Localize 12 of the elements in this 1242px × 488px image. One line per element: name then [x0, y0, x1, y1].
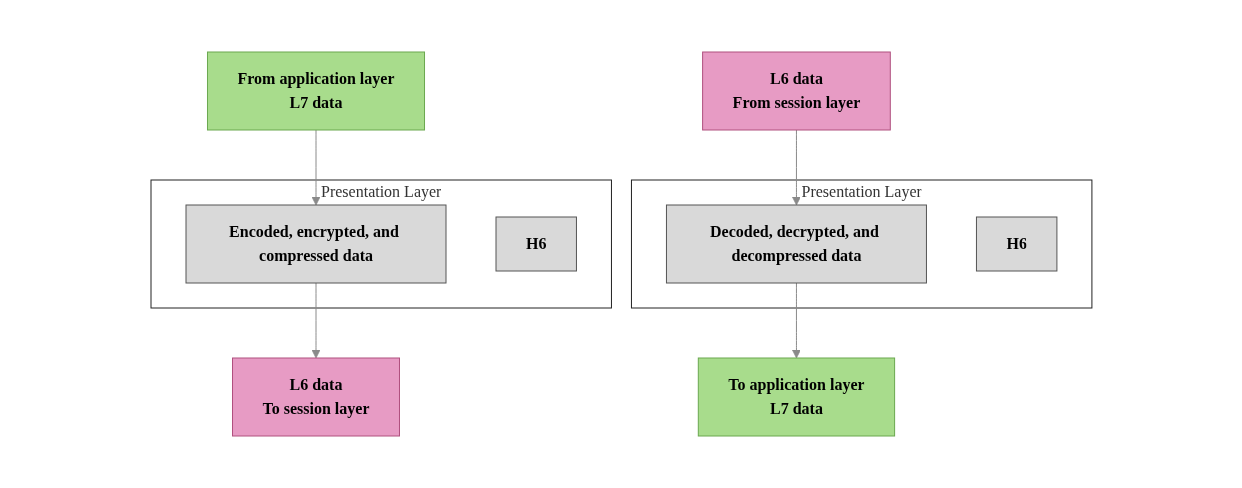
node-box: Encoded, encrypted, and compressed data — [185, 204, 447, 284]
node-box: Decoded, decrypted, and decompressed data — [665, 204, 927, 284]
node-box: L6 data To session layer — [231, 357, 400, 437]
arrow — [791, 282, 801, 359]
arrow — [311, 129, 320, 206]
arrow — [791, 129, 801, 206]
node-box: L6 data From session layer — [701, 51, 891, 131]
node-box: To application layer L7 data — [697, 357, 895, 437]
arrow — [311, 282, 320, 359]
node-box: From application layer L7 data — [206, 51, 425, 131]
node-box: H6 — [975, 216, 1057, 272]
node-box: H6 — [495, 216, 577, 272]
